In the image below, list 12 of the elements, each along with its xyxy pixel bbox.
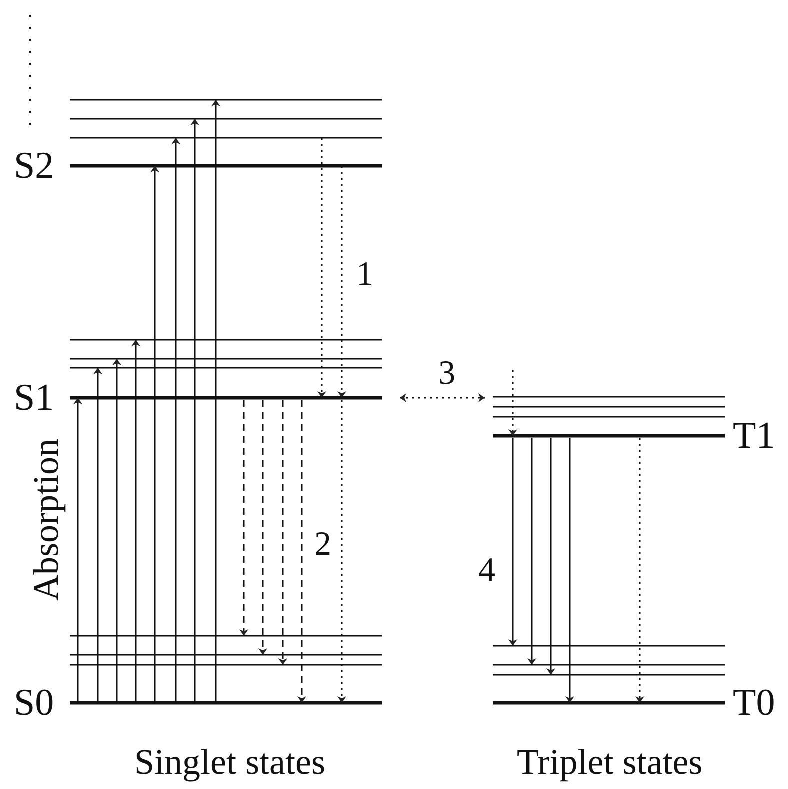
level-label: 2 <box>314 528 332 562</box>
level-label: T1 <box>733 417 776 455</box>
group-label: Triplet states <box>517 744 703 780</box>
group-label: Singlet states <box>134 744 326 780</box>
level-label: S2 <box>14 147 54 185</box>
level-label: S0 <box>14 684 54 722</box>
level-label: S1 <box>14 379 54 417</box>
level-label: 1 <box>356 258 374 292</box>
level-label: 4 <box>478 554 496 588</box>
axis-label: Absorption <box>28 439 64 601</box>
level-label: 3 <box>438 357 456 391</box>
level-label: T0 <box>733 684 776 722</box>
